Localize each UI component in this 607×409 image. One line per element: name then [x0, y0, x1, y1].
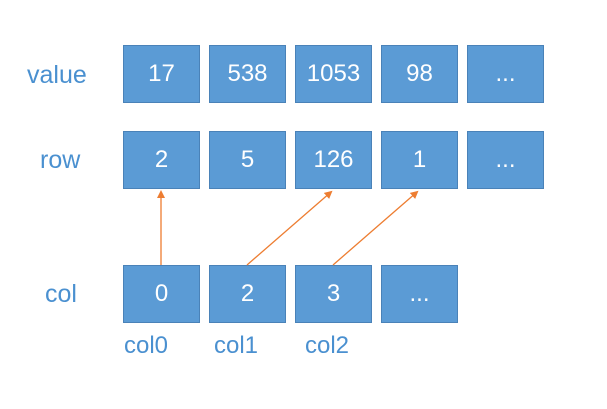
row-cell: 5 [209, 131, 286, 189]
row-cell: 1 [381, 131, 458, 189]
value-cell: 1053 [295, 45, 372, 103]
col-caption: col0 [124, 332, 169, 359]
col-label: col [45, 280, 77, 308]
row-label: row [40, 146, 81, 174]
value-label: value [27, 61, 87, 89]
arrow-col2-to-row3 [332, 190, 419, 266]
row-cell: 2 [123, 131, 200, 189]
value-cell: 17 [123, 45, 200, 103]
col-caption: col1 [214, 332, 259, 359]
row-cell: 126 [295, 131, 372, 189]
row-cell: ... [467, 131, 544, 189]
col-cell: 0 [123, 265, 200, 323]
col-cell: 2 [209, 265, 286, 323]
arrow-col1-to-row2 [246, 190, 333, 266]
col-cell: 3 [295, 265, 372, 323]
value-cell: 98 [381, 45, 458, 103]
value-cell: 538 [209, 45, 286, 103]
col-caption: col2 [305, 332, 350, 359]
col-cell: ... [381, 265, 458, 323]
value-cell: ... [467, 45, 544, 103]
